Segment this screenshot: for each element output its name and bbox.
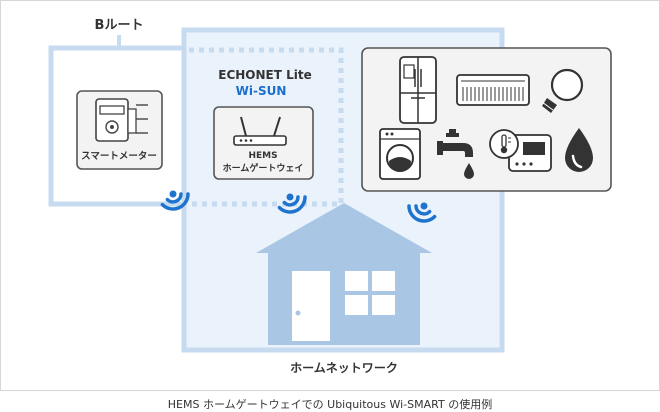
house-icon	[256, 203, 432, 345]
b-route-label: Bルート	[95, 18, 144, 33]
washing-machine-icon	[379, 128, 421, 180]
door-knob	[295, 310, 301, 316]
light-bulb-icon	[541, 68, 584, 113]
faucet-icon	[437, 129, 474, 179]
router-icon	[233, 116, 287, 146]
figure-caption: HEMS ホームゲートウェイでの Ubiquitous Wi-SMART の使用…	[167, 398, 493, 411]
smart-meter-box: スマートメーター	[76, 90, 163, 170]
smart-meter-label: スマートメーター	[81, 150, 157, 162]
echonet-dotted-line	[189, 47, 344, 207]
refrigerator-icon	[399, 56, 437, 124]
air-conditioner-icon	[456, 74, 530, 106]
wireless-wave-icon	[277, 193, 307, 214]
water-drop-icon	[565, 128, 593, 172]
thermostat-icon	[489, 129, 552, 172]
echonet-label: ECHONET Lite	[218, 68, 312, 82]
hems-label: HEMS	[248, 151, 277, 161]
hems-gateway-label: ホームゲートウェイ	[223, 162, 304, 174]
wireless-wave-icon	[160, 190, 190, 211]
home-network-label: ホームネットワーク	[290, 361, 398, 375]
appliances-box	[361, 47, 612, 192]
network-diagram: Bルート ホームネットワーク スマートメーター ECHONET Lite Wi-…	[48, 18, 612, 375]
hems-gateway-box: HEMS ホームゲートウェイ	[213, 106, 314, 180]
smart-meter-icon	[95, 98, 148, 142]
diagram-frame: Bルート ホームネットワーク スマートメーター ECHONET Lite Wi-…	[0, 0, 660, 391]
house-door	[292, 271, 330, 341]
wisun-label: Wi-SUN	[236, 84, 287, 98]
wireless-wave-icon	[407, 202, 437, 223]
